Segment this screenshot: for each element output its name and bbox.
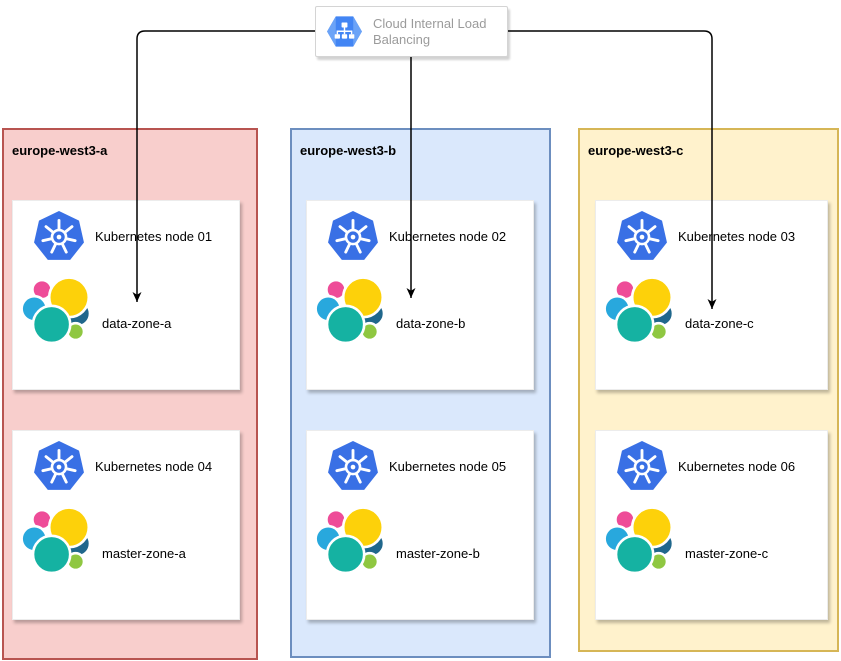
zone-europe-west3-b: europe-west3-b Kubernetes node 02 data-z… (290, 128, 551, 658)
k8s-node-card: Kubernetes node 01 data-zone-a (12, 200, 240, 390)
elasticsearch-icon (21, 277, 93, 349)
elasticsearch-icon (315, 507, 387, 579)
k8s-node-label: Kubernetes node 04 (95, 459, 213, 474)
k8s-node-card: Kubernetes node 03 data-zone-c (595, 200, 828, 390)
es-workload-label: data-zone-c (685, 316, 754, 331)
zone-title: europe-west3-c (588, 143, 684, 158)
kubernetes-icon (616, 440, 668, 492)
elasticsearch-icon (604, 277, 676, 349)
load-balancer-label: Cloud Internal Load Balancing (373, 15, 487, 47)
es-workload-label: master-zone-b (396, 546, 480, 561)
kubernetes-icon (327, 440, 379, 492)
kubernetes-icon (327, 210, 379, 262)
k8s-node-label: Kubernetes node 06 (678, 459, 796, 474)
es-workload-label: data-zone-a (102, 316, 172, 331)
zone-europe-west3-c: europe-west3-c Kubernetes node 03 data-z… (578, 128, 839, 652)
elasticsearch-icon (604, 507, 676, 579)
k8s-node-card: Kubernetes node 06 master-zone-c (595, 430, 828, 620)
zone-title: europe-west3-a (12, 143, 108, 158)
gcp-load-balancing-icon (326, 15, 363, 48)
k8s-node-card: Kubernetes node 04 master-zone-a (12, 430, 240, 620)
kubernetes-icon (33, 440, 85, 492)
zone-title: europe-west3-b (300, 143, 397, 158)
es-workload-label: master-zone-a (102, 546, 186, 561)
k8s-node-label: Kubernetes node 03 (678, 229, 796, 244)
es-workload-label: data-zone-b (396, 316, 466, 331)
kubernetes-icon (616, 210, 668, 262)
k8s-node-card: Kubernetes node 05 master-zone-b (306, 430, 534, 620)
elasticsearch-icon (315, 277, 387, 349)
zone-europe-west3-a: europe-west3-a Kubernetes node 01 data-z… (2, 128, 258, 660)
load-balancer-node: Cloud Internal Load Balancing (315, 6, 508, 57)
k8s-node-label: Kubernetes node 05 (389, 459, 507, 474)
elasticsearch-icon (21, 507, 93, 579)
k8s-node-label: Kubernetes node 02 (389, 229, 507, 244)
kubernetes-icon (33, 210, 85, 262)
k8s-node-card: Kubernetes node 02 data-zone-b (306, 200, 534, 390)
k8s-node-label: Kubernetes node 01 (95, 229, 213, 244)
es-workload-label: master-zone-c (685, 546, 769, 561)
